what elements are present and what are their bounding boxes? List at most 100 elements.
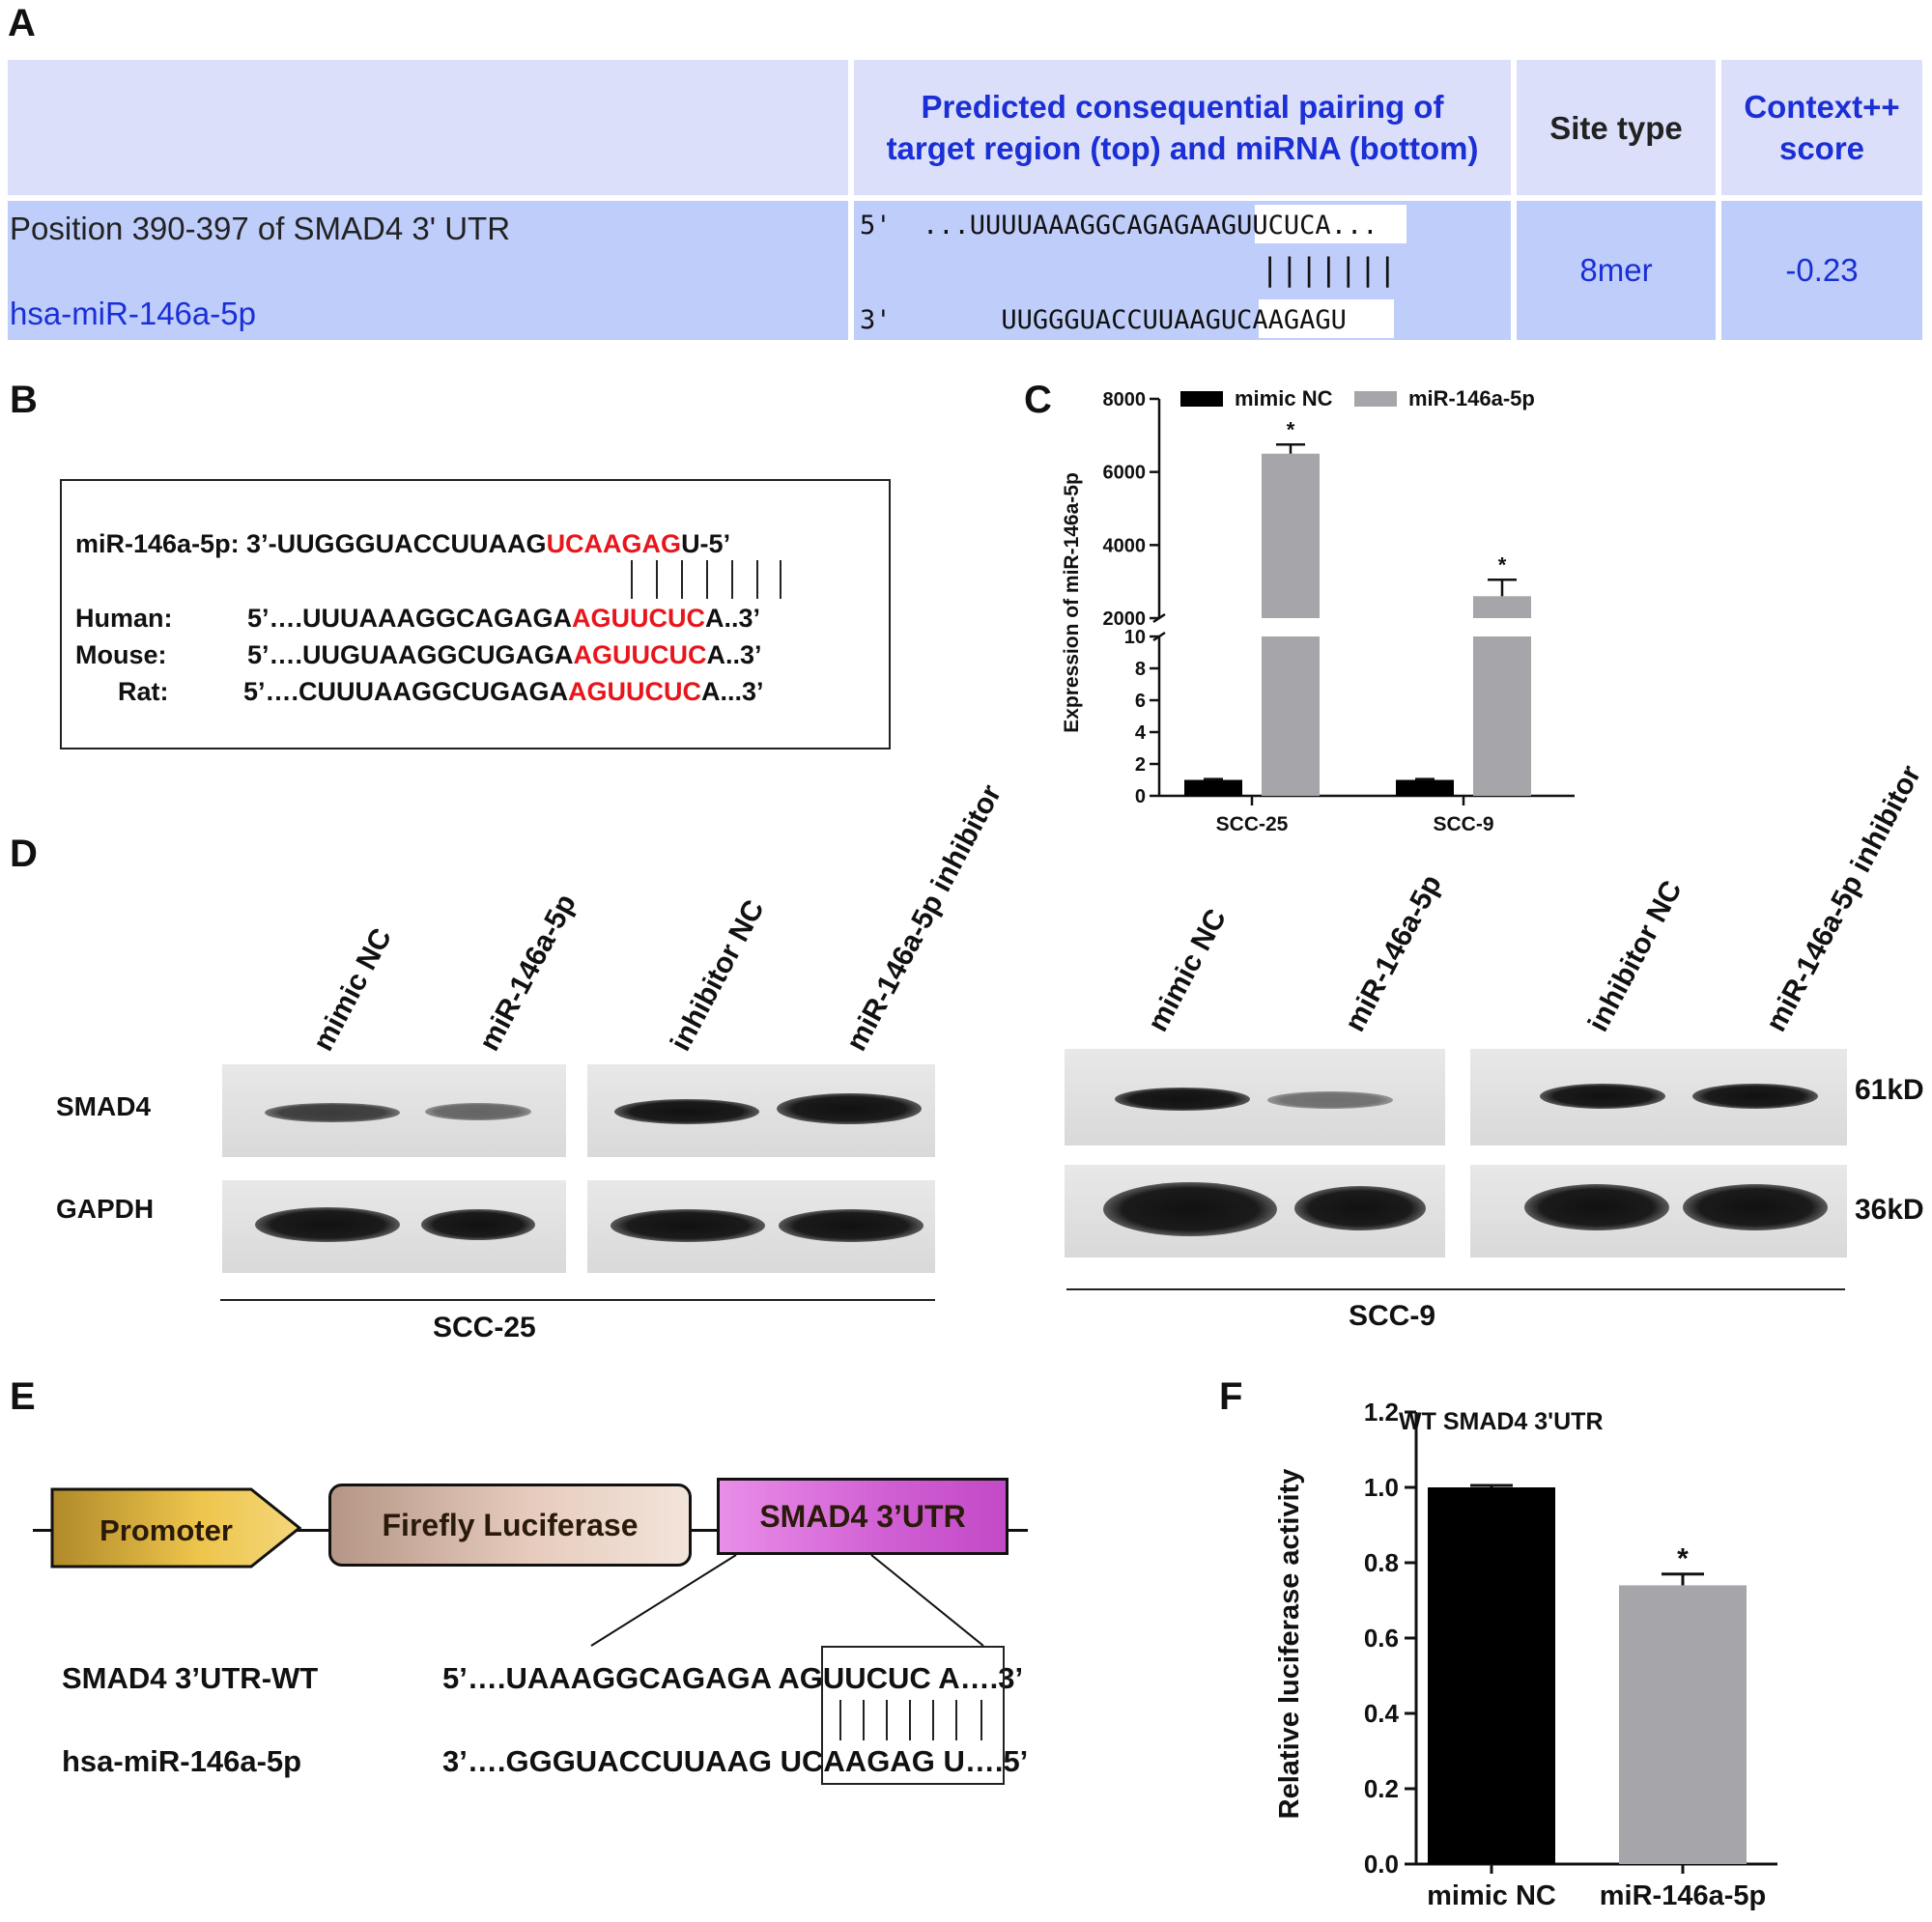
panel-label-e: E	[10, 1375, 36, 1418]
panel-label-c: C	[1024, 379, 1052, 421]
bar-mimic-nc	[1396, 779, 1454, 796]
x-tick-label: miR-146a-5p	[1600, 1880, 1766, 1911]
legend-label-mimic-nc: mimic NC	[1235, 386, 1333, 410]
wt-label: SMAD4 3’UTR-WT	[62, 1661, 319, 1695]
lane-label-right-3: inhibitor NC	[1581, 875, 1689, 1037]
conservation-box	[60, 479, 891, 749]
panel-label-d: D	[10, 833, 38, 875]
position-label: Position 390-397 of SMAD4 3' UTR	[10, 211, 511, 246]
scc9-label: SCC-9	[1349, 1300, 1436, 1332]
y-tick-label: 2000	[1103, 608, 1147, 630]
seed-highlight-bottom	[1259, 299, 1394, 338]
header-context-line2: score	[1778, 130, 1865, 166]
blot-scc25-gapdh-b	[587, 1180, 935, 1273]
lane-label-right-4: miR-146a-5p inhibitor	[1759, 760, 1928, 1037]
zoom-lines	[590, 1554, 984, 1647]
rat-label: Rat:	[118, 677, 169, 706]
rat-sequence: 5’….CUUUAAGGCUGAGAAGUUCUCA...3’	[243, 677, 764, 706]
mirna-sequence-bottom: 3' UUGGGUACCUUAAGUCAAGAGU	[860, 305, 1347, 335]
y-tick-label: 0	[1135, 786, 1146, 807]
scc9-underline	[1066, 1288, 1845, 1290]
y-tick-label: 1.2	[1364, 1398, 1399, 1427]
panel-label-b: B	[10, 379, 38, 421]
table-cell-target: Position 390-397 of SMAD4 3' UTR hsa-miR…	[8, 201, 848, 340]
chart-title: WT SMAD4 3'UTR	[1399, 1408, 1604, 1435]
bar-mimic-nc	[1428, 1487, 1555, 1864]
legend-label-mir146a: miR-146a-5p	[1408, 386, 1535, 410]
table-header-site-type: Site type	[1517, 60, 1716, 195]
table-header-empty	[8, 60, 848, 195]
kd-61-label: 61kD	[1855, 1074, 1924, 1106]
context-score-value: -0.23	[1785, 252, 1859, 288]
header-pairing-line1: Predicted consequential pairing of	[921, 89, 1444, 125]
y-axis-title: Relative luciferase activity	[1274, 1469, 1305, 1820]
y-tick-label: 0.6	[1364, 1624, 1399, 1653]
panel-label-a: A	[8, 2, 36, 44]
lane-label-left-2: miR-146a-5p	[472, 889, 582, 1057]
y-tick-label: 6000	[1103, 463, 1147, 484]
blot-scc25-smad4-a	[222, 1064, 566, 1157]
lane-label-right-1: mimic NC	[1141, 903, 1234, 1037]
x-tick-label: mimic NC	[1427, 1880, 1556, 1911]
bar-mir146a-lower	[1473, 636, 1531, 796]
smad4-row-label: SMAD4	[56, 1091, 152, 1121]
lane-label-left-1: mimic NC	[306, 922, 399, 1057]
seed-match-box	[821, 1646, 1005, 1785]
bar-mir146a	[1619, 1585, 1747, 1864]
mir-label: hsa-miR-146a-5p	[62, 1744, 302, 1778]
legend-swatch-mimic-nc	[1180, 391, 1223, 407]
table-cell-site-type: 8mer	[1517, 201, 1716, 340]
legend-swatch-mir146a	[1354, 391, 1397, 407]
header-site-type: Site type	[1549, 109, 1683, 146]
y-tick-label: 10	[1124, 627, 1146, 648]
table-cell-context-score: -0.23	[1721, 201, 1922, 340]
human-sequence: 5’….UUUAAAGGCAGAGAAGUUCUCA..3’	[247, 604, 761, 633]
header-context-line1: Context++	[1744, 89, 1900, 125]
bar-mimic-nc	[1184, 779, 1242, 796]
site-type-value: 8mer	[1579, 252, 1653, 288]
seed-highlight-top	[1255, 205, 1406, 243]
header-pairing-line2: target region (top) and miRNA (bottom)	[886, 130, 1479, 166]
y-tick-label: 8	[1135, 659, 1146, 680]
blot-scc25-gapdh-a	[222, 1180, 566, 1273]
bar-mir146a-lower	[1262, 636, 1320, 796]
panel-label-f: F	[1219, 1375, 1243, 1418]
y-tick-label: 0.0	[1364, 1850, 1399, 1879]
bar-mir146a-upper	[1262, 453, 1320, 618]
y-tick-label: 2	[1135, 754, 1146, 776]
table-header-context-score: Context++ score	[1721, 60, 1922, 195]
utr-label: SMAD4 3’UTR	[759, 1498, 966, 1534]
significance-star: *	[1677, 1543, 1689, 1575]
mirna-label: hsa-miR-146a-5p	[10, 296, 256, 331]
y-axis-title: Expression of miR-146a-5p	[1061, 472, 1083, 733]
gapdh-row-label: GAPDH	[56, 1194, 155, 1224]
significance-star: *	[1498, 552, 1507, 577]
bar-mir146a-upper	[1473, 596, 1531, 618]
x-tick-label: SCC-25	[1216, 813, 1289, 835]
blot-scc9-smad4-b	[1470, 1049, 1847, 1145]
target-sequence-top: 5' ...UUUUAAAGGCAGAGAAGUUCUCA...	[860, 211, 1378, 240]
blot-scc25-smad4-b	[587, 1064, 935, 1157]
blot-scc9-smad4-a	[1065, 1049, 1445, 1145]
conservation-pairing-lines	[631, 560, 781, 599]
y-tick-label: 0.4	[1364, 1699, 1400, 1728]
significance-star: *	[1287, 417, 1295, 441]
human-label: Human:	[75, 604, 173, 633]
y-tick-label: 4000	[1103, 535, 1147, 556]
wt-sequence: 5’….UAAAGGCAGAGA AGUUCUC A….3’	[442, 1661, 1024, 1695]
mouse-label: Mouse:	[75, 640, 167, 669]
x-tick-label: SCC-9	[1433, 813, 1493, 835]
lane-label-right-2: miR-146a-5p	[1338, 869, 1448, 1037]
luciferase-box: Firefly Luciferase	[328, 1484, 692, 1567]
promoter-arrow: Promoter	[50, 1487, 302, 1569]
pairing-bars: |||||||	[1261, 251, 1398, 288]
scc25-underline	[220, 1299, 935, 1301]
lane-label-left-4: miR-146a-5p inhibitor	[839, 779, 1009, 1057]
luciferase-label: Firefly Luciferase	[382, 1507, 639, 1542]
blot-scc9-gapdh-a	[1065, 1165, 1445, 1258]
mir-sequence: 3’….GGGUACCUUAAG UCAAGAG U….5’	[442, 1744, 1029, 1778]
table-cell-pairing: 5' ...UUUUAAAGGCAGAGAAGUUCUCA... |||||||…	[854, 201, 1511, 340]
y-tick-label: 8000	[1103, 389, 1147, 410]
